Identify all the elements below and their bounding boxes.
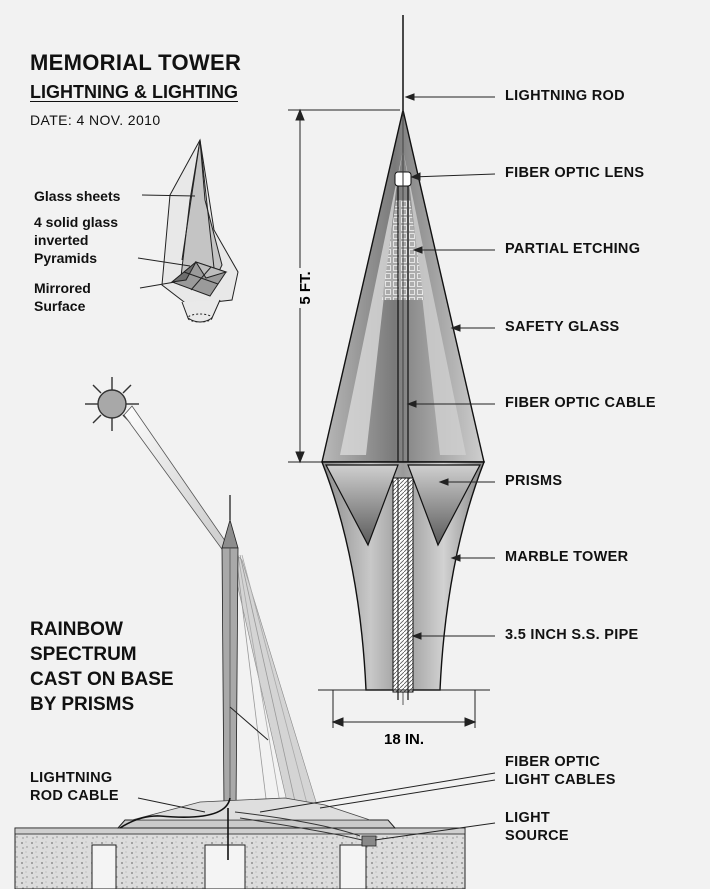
label-pyramids-line3: Pyramids bbox=[34, 250, 98, 266]
label-rod-cable-line2: ROD CABLE bbox=[30, 788, 119, 804]
sunlight-beam bbox=[123, 405, 231, 553]
height-dimension-label: 5 FT. bbox=[297, 271, 314, 304]
callout-fiber-optic-cable: FIBER OPTIC CABLE bbox=[505, 395, 656, 411]
label-light-source-line1: LIGHT bbox=[505, 810, 550, 826]
diagram-date: DATE: 4 NOV. 2010 bbox=[30, 112, 161, 128]
page-subtitle: LIGHTNING & LIGHTING bbox=[30, 82, 238, 102]
label-rod-cable-line1: LIGHTNING bbox=[30, 770, 113, 786]
width-dimension-label: 18 IN. bbox=[384, 731, 424, 748]
small-tower-rainbow bbox=[221, 495, 321, 816]
width-dimension bbox=[318, 689, 490, 728]
rainbow-caption-line4: BY PRISMS bbox=[30, 694, 135, 715]
rainbow-caption-line1: RAINBOW bbox=[30, 619, 123, 640]
callout-safety-glass: SAFETY GLASS bbox=[505, 319, 620, 335]
label-pyramids-line1: 4 solid glass bbox=[34, 214, 119, 230]
callout-marble-tower: MARBLE TOWER bbox=[505, 549, 629, 565]
height-dimension bbox=[288, 108, 400, 464]
callout-partial-etching: PARTIAL ETCHING bbox=[505, 241, 641, 257]
label-light-cables-line2: LIGHT CABLES bbox=[505, 772, 616, 788]
callout-lightning-rod: LIGHTNING ROD bbox=[505, 88, 625, 104]
callout-ss-pipe: 3.5 INCH S.S. PIPE bbox=[505, 627, 639, 643]
ss-pipe bbox=[392, 477, 414, 693]
rainbow-caption-line3: CAST ON BASE bbox=[30, 669, 174, 690]
prism-left bbox=[325, 464, 399, 547]
page-title: MEMORIAL TOWER bbox=[30, 50, 242, 75]
ground-base bbox=[14, 706, 496, 889]
rainbow-caption-line2: SPECTRUM bbox=[30, 644, 137, 665]
label-light-cables-line1: FIBER OPTIC bbox=[505, 754, 601, 770]
callout-fiber-optic-lens: FIBER OPTIC LENS bbox=[505, 165, 645, 181]
label-glass-sheets: Glass sheets bbox=[34, 188, 121, 204]
inset-glass-pyramid-sketch bbox=[137, 138, 239, 323]
main-tower-section bbox=[320, 15, 486, 705]
label-mirrored-line1: Mirrored bbox=[34, 280, 91, 296]
sun-icon bbox=[85, 377, 139, 431]
label-pyramids-line2: inverted bbox=[34, 232, 89, 248]
prism-right bbox=[407, 464, 481, 547]
label-light-source-line2: SOURCE bbox=[505, 828, 569, 844]
callout-prisms: PRISMS bbox=[505, 473, 563, 489]
label-mirrored-line2: Surface bbox=[34, 298, 86, 314]
callout-leaders bbox=[404, 93, 496, 640]
